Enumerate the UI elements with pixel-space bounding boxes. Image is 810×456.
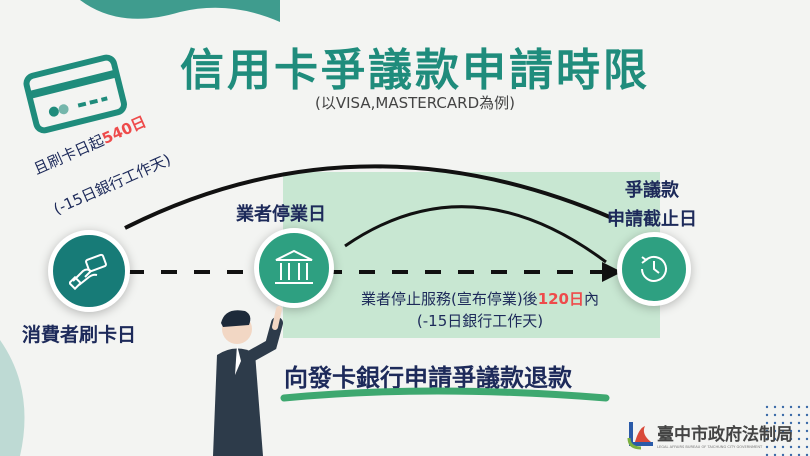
closure-node (254, 228, 334, 308)
deadline-label-2: 申請截止日 (607, 209, 697, 230)
arrowhead-icon (602, 262, 622, 282)
clock-icon (641, 255, 667, 282)
logo: 臺中市政府法制局 LEGAL AFFAIRS BUREAU OF TAICHUN… (625, 418, 793, 450)
action-text: 向發卡銀行申請爭議款退款 (284, 364, 572, 392)
decorative-wave (80, 0, 280, 22)
bureau-logo-icon (627, 422, 653, 450)
logo-name: 臺中市政府法制局 (657, 424, 793, 445)
arc-short-note: (-15日銀行工作天) (416, 312, 544, 330)
arc-short-days: 120日 (537, 290, 584, 308)
arc-short-prefix: 業者停止服務(宣布停業)後 (360, 290, 538, 308)
brush-underline (280, 387, 610, 402)
bank-building-icon (275, 249, 313, 284)
dot-grid (765, 405, 810, 456)
closure-label: 業者停業日 (236, 204, 326, 225)
consumer-label: 消費者刷卡日 (22, 324, 137, 346)
consumer-node (48, 230, 130, 312)
deadline-node (617, 232, 691, 306)
deadline-label-1: 爭議款 (625, 180, 679, 201)
logo-english: LEGAL AFFAIRS BUREAU OF TAICHUNG CITY GO… (657, 444, 763, 449)
credit-card-icon (23, 54, 127, 134)
arc-short-suffix: 內 (584, 290, 600, 308)
decorative-wave (0, 340, 25, 456)
page-subtitle: (以VISA,MASTERCARD為例) (315, 94, 515, 112)
arc-120-days (344, 205, 607, 264)
arc-short-label: 業者停止服務(宣布停業)後120日內 (330, 288, 630, 309)
hand-card-icon (69, 253, 107, 291)
logo-text: 臺中市政府法制局 LEGAL AFFAIRS BUREAU OF TAICHUN… (657, 420, 793, 449)
page-title: 信用卡爭議款申請時限 (180, 45, 650, 96)
person-pointing-illustration (213, 306, 283, 456)
arc-540-days (124, 164, 613, 230)
